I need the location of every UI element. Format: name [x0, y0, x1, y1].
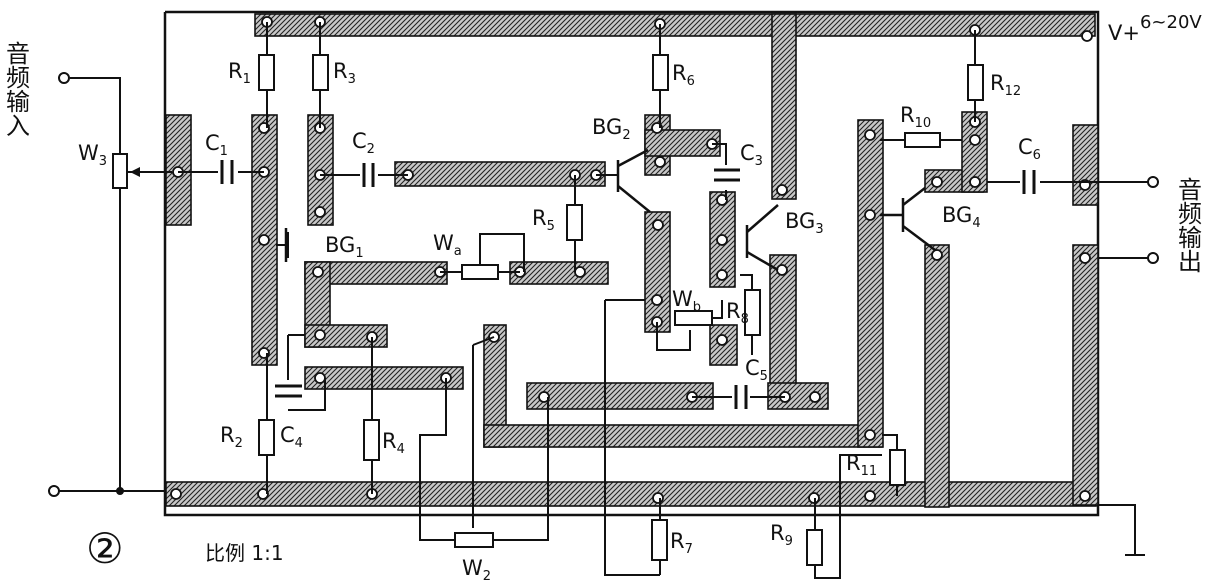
supply-label: V+6~20V: [1108, 12, 1202, 45]
label-r11: R11: [846, 451, 877, 479]
output-terminal[interactable]: [1147, 176, 1159, 188]
label-r12: R12: [990, 71, 1021, 99]
trace-bg4-emitter: [924, 244, 950, 508]
trace-bg3-emitter: [769, 254, 797, 401]
label-bg3: BG3: [785, 209, 824, 237]
trace-output-pad: [1072, 124, 1099, 206]
resistor-r10: [904, 132, 941, 148]
potentiometer-w3: [112, 153, 128, 189]
capacitors: [220, 160, 1036, 409]
resistor-r12: [967, 64, 984, 101]
label-r4: R4: [382, 429, 405, 457]
potentiometer-w2: [454, 532, 494, 548]
label-r7: R7: [670, 529, 693, 557]
resistor-r1: [258, 54, 275, 91]
input-label-3: 输: [6, 88, 30, 116]
label-r3: R3: [333, 59, 356, 87]
input-label-4: 入: [6, 112, 30, 140]
label-c2: C2: [352, 129, 375, 157]
output-ground-terminal[interactable]: [1147, 252, 1159, 264]
label-r1: R1: [228, 59, 251, 87]
scale-note: 比例 1:1: [205, 541, 284, 565]
output-label-3: 输: [1178, 224, 1202, 252]
label-w3: W3: [78, 141, 107, 169]
resistors: [112, 54, 984, 566]
wiring: [58, 22, 1150, 579]
label-wa: Wa: [433, 231, 462, 259]
transistors: [284, 148, 936, 272]
trace-output-ground: [1072, 244, 1099, 506]
output-label-2: 频: [1178, 200, 1202, 228]
input-label-1: 音: [6, 40, 30, 68]
label-c6: C6: [1018, 135, 1041, 163]
component-labels: R1 R3 R6 R12 R10 C1 C2 C3 C6 C5 C4 R2 R4…: [6, 12, 1202, 584]
input-label-2: 频: [6, 64, 30, 92]
board-outline: [163, 10, 1100, 517]
resistor-r5: [566, 204, 583, 241]
trace-c5-bus: [526, 382, 714, 410]
trace-w2-loop-h: [483, 424, 883, 448]
output-label-1: 音: [1178, 176, 1202, 204]
label-w2: W2: [462, 556, 491, 584]
label-r10: R10: [900, 103, 931, 131]
output-label-4: 出: [1178, 248, 1202, 276]
potentiometer-wa: [461, 264, 499, 280]
resistor-r9: [806, 529, 823, 566]
resistor-r6: [652, 54, 669, 91]
label-r6: R6: [672, 61, 695, 89]
label-wb: Wb: [672, 287, 701, 315]
potentiometer-wb: [674, 310, 713, 326]
wiper-arrow: [130, 167, 140, 177]
resistor-r3: [312, 54, 329, 91]
copper-traces: [165, 13, 1099, 508]
label-r9: R9: [770, 521, 793, 549]
figure-number: ②: [86, 524, 124, 573]
trace-vplus-drop: [771, 13, 797, 200]
resistor-r7: [651, 519, 668, 561]
trace-r11-column: [857, 119, 884, 448]
label-r8: R8: [726, 299, 749, 327]
input-terminal[interactable]: [58, 72, 70, 84]
trace-c4-bus: [304, 366, 464, 390]
terminals: [48, 72, 1159, 497]
resistor-r4: [363, 419, 380, 461]
label-r2: R2: [220, 423, 243, 451]
trace-ground-rail: [165, 481, 1097, 507]
label-bg1: BG1: [325, 233, 364, 261]
label-c5: C5: [745, 356, 768, 384]
label-c4: C4: [280, 423, 303, 451]
label-c1: C1: [205, 131, 228, 159]
label-r5: R5: [532, 206, 555, 234]
resistor-r11: [889, 449, 906, 486]
trace-vplus-rail: [254, 13, 1096, 37]
label-c3: C3: [740, 141, 763, 169]
resistor-r2: [258, 419, 275, 456]
label-bg2: BG2: [592, 115, 631, 143]
resistor-r8: [744, 289, 761, 336]
label-bg4: BG4: [942, 203, 981, 231]
ground-terminal[interactable]: [48, 485, 60, 497]
